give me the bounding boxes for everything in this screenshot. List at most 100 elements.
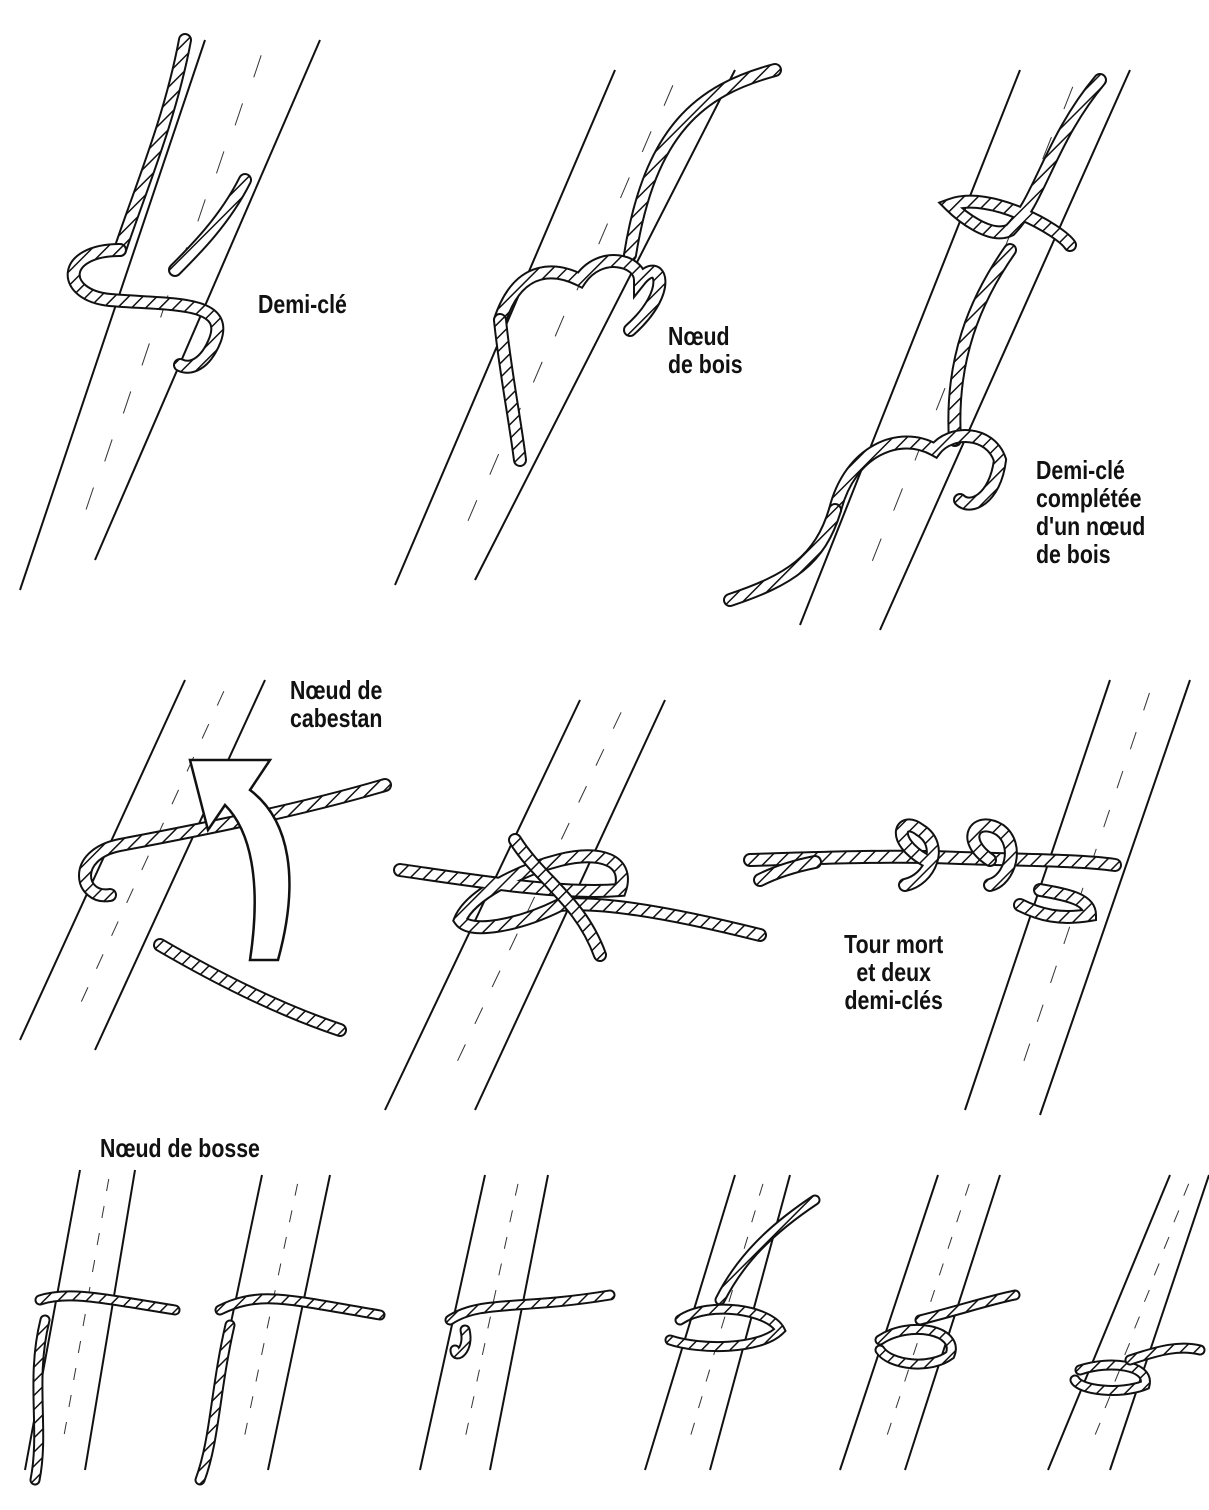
bark-stroke (561, 823, 569, 839)
bark-stroke (515, 1184, 518, 1196)
bark-stroke (642, 131, 651, 152)
bark-stroke (706, 1370, 710, 1382)
bark-stroke (744, 1237, 748, 1249)
rope-complete-top (950, 80, 1100, 245)
bark-stroke (81, 987, 88, 1001)
bark-stroke (235, 103, 242, 125)
bark-stroke (96, 954, 103, 968)
bark-stroke (896, 1396, 900, 1408)
bark-stroke (78, 1341, 80, 1353)
bark-stroke (69, 1395, 71, 1407)
bark-stroke (1104, 810, 1110, 827)
label-tour-mort: Tour mort et deux demi-clés (824, 930, 963, 1014)
bark-stroke (752, 1210, 756, 1222)
bark-stroke (86, 487, 93, 509)
bark-stroke (691, 1423, 695, 1435)
bark-stroke (1095, 1423, 1100, 1435)
curved-arrow-shape (190, 760, 289, 960)
pole-edge-3-0 (20, 680, 185, 1040)
bark-stroke (599, 224, 608, 245)
bark-stroke (250, 1396, 252, 1408)
bark-stroke (872, 539, 881, 561)
bark-stroke (948, 1237, 952, 1249)
rope-demi-cle-standing (120, 40, 185, 250)
bark-stroke (142, 856, 149, 870)
bark-stroke (1125, 1343, 1130, 1355)
bark-stroke (1064, 87, 1073, 109)
bark-stroke (965, 1184, 969, 1196)
bark-stroke (698, 1396, 702, 1408)
bark-stroke (468, 500, 477, 521)
bark-stroke (1154, 1264, 1159, 1276)
bark-stroke (1184, 1184, 1189, 1196)
bark-stroke (127, 889, 134, 903)
label-demi-cle: Demi-clé (258, 290, 347, 318)
pole-edge-2-0 (800, 70, 1020, 625)
bark-stroke (198, 199, 205, 221)
bark-stroke (1051, 966, 1057, 983)
bark-stroke (284, 1237, 286, 1249)
bark-stroke (913, 1343, 917, 1355)
rope-demi-cle-end (175, 180, 245, 270)
bark-stroke (492, 971, 500, 987)
pole-edge-8-1 (490, 1175, 548, 1470)
rope-complete-mid (954, 250, 1010, 440)
bark-stroke (664, 85, 673, 106)
bark-stroke (721, 1317, 725, 1329)
bark-stroke (217, 151, 224, 173)
pole-edge-11-0 (1048, 1175, 1170, 1470)
curved-arrow-icon (190, 760, 289, 960)
bark-stroke (97, 1233, 99, 1245)
label-noeud-de-cabestan: Nœud de cabestan (290, 676, 382, 732)
bark-stroke (172, 790, 179, 804)
bark-stroke (499, 1264, 502, 1276)
bark-stroke (939, 1264, 943, 1276)
pole-edge-6-1 (85, 1170, 135, 1470)
bark-stroke (123, 391, 130, 413)
bark-stroke (621, 177, 630, 198)
rope-bosse-step-2-b (200, 1325, 230, 1480)
bark-stroke (510, 1210, 513, 1222)
bark-stroke (477, 1370, 480, 1382)
bark-stroke (504, 1237, 507, 1249)
bark-stroke (466, 1423, 469, 1435)
bark-stroke (92, 1260, 94, 1272)
pole-edge-7-1 (268, 1175, 330, 1470)
bark-stroke (1174, 1210, 1179, 1222)
bark-stroke (262, 1343, 264, 1355)
bark-stroke (488, 1317, 491, 1329)
rope-bosse-step-5-b (920, 1295, 1015, 1320)
bark-stroke (278, 1264, 280, 1276)
bark-stroke (1144, 1290, 1149, 1302)
bark-stroke (245, 1423, 247, 1435)
bark-stroke (458, 1044, 466, 1060)
rope-complete-end-outline (730, 510, 835, 600)
bark-stroke (64, 1422, 66, 1434)
bark-stroke (887, 1423, 891, 1435)
bark-stroke (1144, 693, 1150, 710)
bark-stroke (1164, 1237, 1169, 1249)
bark-stroke (936, 388, 945, 410)
rope-bois-standing (630, 70, 775, 255)
bark-stroke (142, 343, 149, 365)
bark-stroke (533, 362, 542, 383)
pole-edge-11-1 (1110, 1175, 1209, 1470)
bark-stroke (295, 1184, 297, 1196)
bark-stroke (1115, 1370, 1120, 1382)
bark-stroke (1024, 1044, 1030, 1061)
bark-stroke (493, 1290, 496, 1302)
bark-stroke (596, 749, 604, 765)
bark-stroke (555, 316, 564, 337)
bark-stroke (1117, 771, 1123, 788)
bark-stroke (1037, 1005, 1043, 1022)
bark-stroke (105, 439, 112, 461)
bark-stroke (289, 1210, 291, 1222)
rope-bosse-step-4-b-outline (720, 1200, 815, 1300)
bark-stroke (1135, 1317, 1140, 1329)
label-noeud-de-bois: Nœud de bois (668, 322, 743, 378)
bark-stroke (217, 691, 224, 705)
bark-stroke (471, 1396, 474, 1408)
bark-stroke (74, 1368, 76, 1380)
bark-stroke (759, 1184, 763, 1196)
